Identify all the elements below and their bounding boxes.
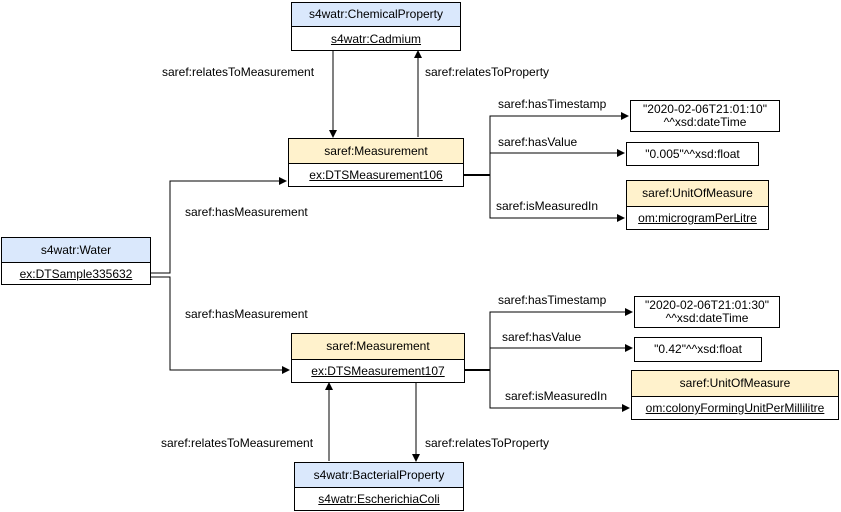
node-measurement-106[interactable]: saref:Measurement ex:DTSMeasurement106: [288, 138, 464, 187]
label-has-value-1: saref:hasValue: [498, 135, 578, 149]
edge-is-measured-in-2: [489, 370, 630, 412]
literal-value: "0.42"^^xsd:float: [654, 342, 742, 356]
literal-datatype: ^^xsd:dateTime: [663, 115, 747, 129]
node-type: saref:Measurement: [289, 139, 463, 164]
literal-value-1[interactable]: "0.005"^^xsd:float: [626, 142, 759, 166]
edge-has-value-2: [489, 344, 633, 370]
node-instance: ex:DTSample335632: [19, 267, 133, 281]
label-relates-to-property-bottom: saref:relatesToProperty: [425, 436, 550, 450]
node-type: saref:Measurement: [292, 334, 464, 360]
label-relates-to-measurement-top: saref:relatesToMeasurement: [162, 65, 315, 79]
node-instance: ex:DTSMeasurement106: [309, 168, 443, 182]
label-has-value-2: saref:hasValue: [502, 330, 582, 344]
label-has-measurement-top: saref:hasMeasurement: [185, 205, 308, 219]
node-water[interactable]: s4watr:Water ex:DTSample335632: [1, 237, 151, 285]
label-relates-to-property-top: saref:relatesToProperty: [425, 65, 550, 79]
node-instance: s4watr:Cadmium: [330, 32, 422, 46]
literal-value-2[interactable]: "0.42"^^xsd:float: [634, 337, 762, 362]
edge-has-measurement-bottom: [151, 276, 290, 374]
node-chemical-property[interactable]: s4watr:ChemicalProperty s4watr:Cadmium: [291, 2, 461, 51]
label-is-measured-in-1: saref:isMeasuredIn: [496, 199, 599, 213]
node-instance: om:colonyFormingUnitPerMillilitre: [645, 401, 825, 415]
node-type: s4watr:BacterialProperty: [295, 463, 463, 488]
node-instance: s4watr:EscherichiaColi: [318, 492, 440, 506]
node-measurement-107[interactable]: saref:Measurement ex:DTSMeasurement107: [291, 333, 465, 383]
node-type: s4watr:Water: [2, 238, 150, 263]
node-type: saref:UnitOfMeasure: [627, 181, 768, 207]
label-has-timestamp-1: saref:hasTimestamp: [498, 97, 607, 111]
node-bacterial-property[interactable]: s4watr:BacterialProperty s4watr:Escheric…: [294, 462, 464, 511]
literal-value: "2020-02-06T21:01:30": [645, 298, 769, 312]
label-has-timestamp-2: saref:hasTimestamp: [498, 293, 607, 307]
node-unit-1[interactable]: saref:UnitOfMeasure om:microgramPerLitre: [626, 180, 769, 230]
literal-datatype: ^^xsd:dateTime: [665, 311, 749, 325]
literal-timestamp-2[interactable]: "2020-02-06T21:01:30" ^^xsd:dateTime: [634, 296, 780, 328]
label-relates-to-measurement-bottom: saref:relatesToMeasurement: [161, 436, 314, 450]
literal-value: "2020-02-06T21:01:10": [643, 102, 767, 116]
literal-timestamp-1[interactable]: "2020-02-06T21:01:10" ^^xsd:dateTime: [630, 100, 780, 132]
node-instance: om:microgramPerLitre: [638, 211, 757, 225]
node-unit-2[interactable]: saref:UnitOfMeasure om:colonyFormingUnit…: [631, 370, 839, 420]
edge-has-value-1: [489, 149, 625, 175]
node-type: saref:UnitOfMeasure: [632, 371, 838, 397]
label-is-measured-in-2: saref:isMeasuredIn: [505, 389, 608, 403]
edge-is-measured-in-1: [489, 175, 625, 222]
label-has-measurement-bottom: saref:hasMeasurement: [185, 307, 308, 321]
edge-has-measurement-top: [151, 177, 287, 274]
literal-value: "0.005"^^xsd:float: [645, 146, 740, 161]
node-instance: ex:DTSMeasurement107: [311, 364, 445, 378]
node-type: s4watr:ChemicalProperty: [292, 3, 460, 27]
